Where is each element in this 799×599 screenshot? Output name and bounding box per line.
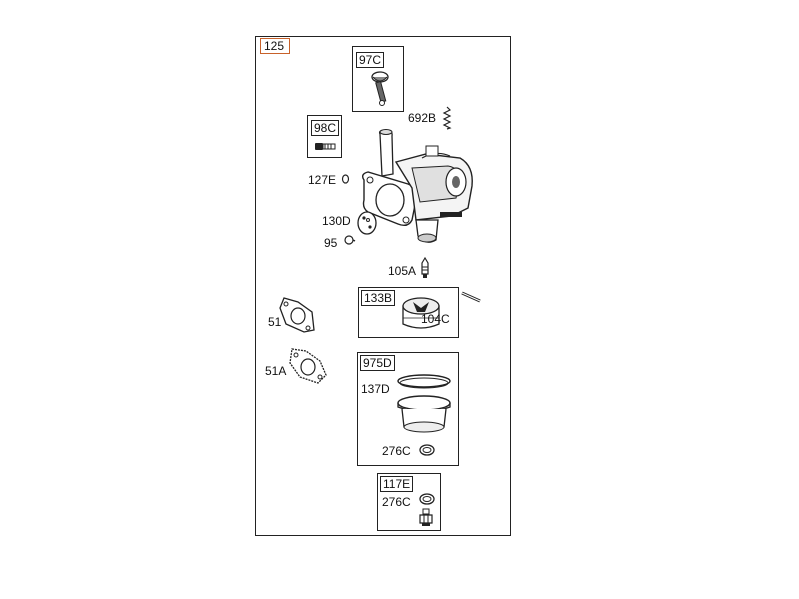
callout-95: 95 xyxy=(324,236,338,250)
bowl-icon xyxy=(397,374,451,433)
needle-icon xyxy=(315,143,336,150)
gasket-icon xyxy=(357,211,377,235)
kit-133b-label: 133B xyxy=(361,290,396,306)
nut-icon xyxy=(419,508,433,526)
screw-icon xyxy=(344,235,356,245)
pin-icon xyxy=(421,256,429,278)
kit-98c-box: 98C xyxy=(307,115,342,158)
callout-127e: 127E xyxy=(308,173,337,187)
kit-97c-label: 97C xyxy=(356,52,385,68)
callout-130d: 130D xyxy=(322,214,351,228)
pin-icon xyxy=(461,291,481,303)
callout-104c: 104C xyxy=(421,312,450,326)
gasket-icon xyxy=(289,348,327,384)
diagram-frame xyxy=(255,36,511,536)
float-icon xyxy=(402,297,440,329)
kit-97c-box: 97C xyxy=(352,46,404,112)
callout-276c-a: 276C xyxy=(382,444,411,458)
gasket-icon xyxy=(279,297,315,333)
assembly-number-box: 125 xyxy=(260,38,290,54)
kit-98c-label: 98C xyxy=(311,120,340,136)
kit-117e-label: 117E xyxy=(380,476,414,492)
callout-51a: 51A xyxy=(265,364,287,378)
kit-975d-label: 975D xyxy=(360,355,395,371)
kit-975d-box: 975D 137D 276C xyxy=(357,352,459,466)
o-ring-icon xyxy=(341,174,350,184)
callout-51: 51 xyxy=(268,315,282,329)
callout-105a: 105A xyxy=(388,264,417,278)
o-ring-icon xyxy=(419,444,435,456)
callout-276c-b: 276C xyxy=(382,495,411,509)
carburetor-icon xyxy=(361,129,473,243)
choke-lever-icon xyxy=(371,71,389,106)
kit-117e-box: 117E 276C xyxy=(377,473,441,531)
assembly-number: 125 xyxy=(264,39,285,53)
callout-692b: 692B xyxy=(408,111,437,125)
spring-icon xyxy=(442,106,452,130)
callout-137d: 137D xyxy=(361,382,390,396)
o-ring-icon xyxy=(419,493,435,505)
kit-133b-box: 133B 104C xyxy=(358,287,459,338)
